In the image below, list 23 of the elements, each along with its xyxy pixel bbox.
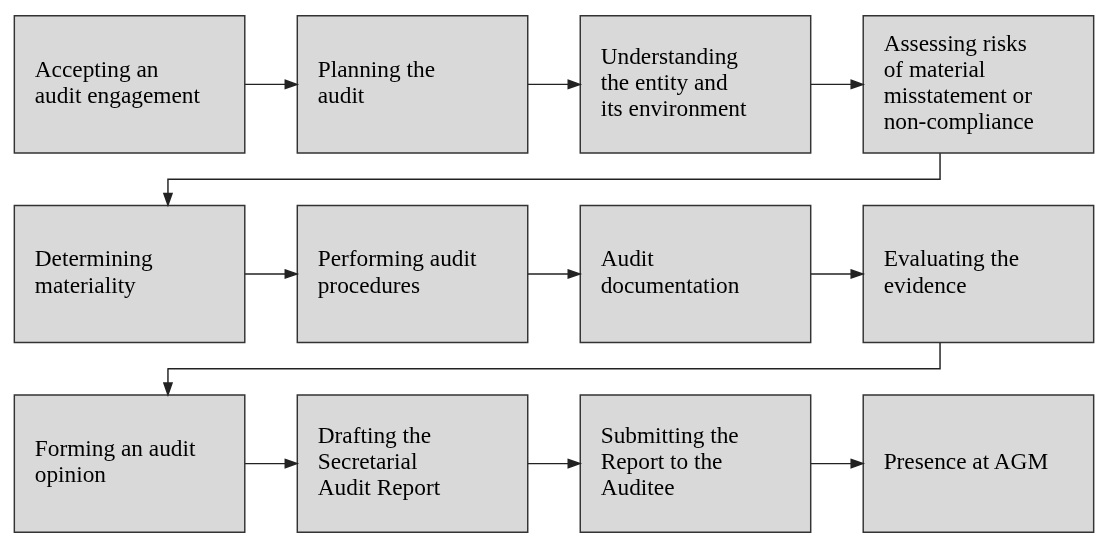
arrow bbox=[810, 268, 866, 279]
arrow bbox=[162, 341, 941, 397]
arrow bbox=[527, 78, 583, 89]
node-box: Determining materiality bbox=[13, 204, 246, 343]
arrow bbox=[527, 458, 583, 469]
arrow bbox=[244, 78, 300, 89]
arrow bbox=[162, 152, 941, 207]
arrow bbox=[810, 78, 866, 89]
node-box: Performing audit procedures bbox=[296, 204, 529, 343]
node-box: Drafting the Secretarial Audit Report bbox=[296, 393, 529, 533]
node-box: Assessing risks of material misstatement or non-compliance bbox=[862, 14, 1095, 154]
arrow bbox=[244, 268, 300, 279]
node-box: Understanding the entity and its environment bbox=[579, 14, 812, 154]
node-box: Presence at AGM bbox=[862, 393, 1095, 533]
arrow bbox=[810, 458, 866, 469]
node-box: Planning the audit bbox=[296, 14, 529, 154]
node-box: Audit documentation bbox=[579, 204, 812, 343]
node-box: Evaluating the evidence bbox=[862, 204, 1095, 343]
node-box: Accepting an audit engagement bbox=[13, 14, 246, 154]
node-box: Submitting the Report to the Auditee bbox=[579, 393, 812, 533]
arrow bbox=[244, 458, 300, 469]
node-box: Forming an audit opinion bbox=[13, 393, 246, 533]
arrow bbox=[527, 268, 583, 279]
